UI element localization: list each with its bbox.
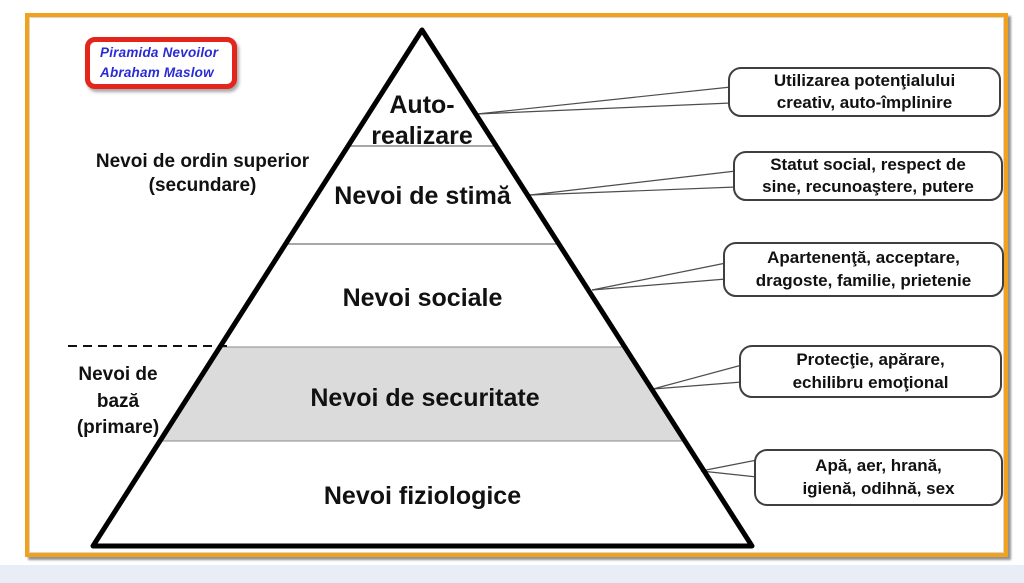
group-label-superior-needs: Nevoi de ordin superior (secundare)	[95, 151, 310, 196]
pyramid-level-label-fiziologice: Nevoi fiziologice	[323, 482, 522, 510]
callout-stima: Statut social, respect de sine, recunoaş…	[733, 151, 1003, 201]
note-line-2: Abraham Maslow	[100, 65, 214, 80]
callout-securitate: Protecţie, apărare, echilibru emoţional	[739, 345, 1002, 398]
pyramid-level-label-securitate: Nevoi de securitate	[310, 384, 540, 412]
pyramid-level-label-auto-realizare: Auto- realizare	[371, 91, 473, 150]
callout-3-pointer-top	[591, 262, 727, 291]
callout-4-pointer-bottom	[652, 381, 743, 390]
callout-2-pointer-bottom	[529, 186, 737, 196]
callout-1-pointer-bottom	[476, 102, 732, 115]
callout-fiziologice: Apă, aer, hrană, igienă, odihnă, sex	[754, 449, 1003, 506]
callout-5-pointer-top	[700, 459, 758, 472]
callout-3-pointer-bottom	[591, 278, 727, 291]
note-line-1: Piramida Nevoilor	[100, 44, 219, 60]
pyramid-outline	[90, 27, 755, 549]
callout-5-pointer-bottom	[700, 470, 758, 478]
group-label-basic-needs: Nevoi de bază (primare)	[76, 364, 160, 439]
callout-pointers	[476, 86, 758, 478]
callout-1-pointer-top	[476, 86, 732, 115]
title-note-box: Piramida Nevoilor Abraham Maslow	[85, 37, 237, 89]
callout-4-pointer-top	[652, 364, 743, 390]
callout-auto-realizare: Utilizarea potenţialului creativ, auto-î…	[728, 67, 1001, 117]
pyramid-level-label-stima: Nevoi de stimă	[334, 182, 511, 210]
footer-strip	[0, 565, 1024, 583]
callout-sociale: Apartenenţă, acceptare, dragoste, famili…	[723, 242, 1004, 297]
pyramid-level-label-sociale: Nevoi sociale	[342, 284, 503, 312]
callout-2-pointer-top	[529, 170, 737, 196]
